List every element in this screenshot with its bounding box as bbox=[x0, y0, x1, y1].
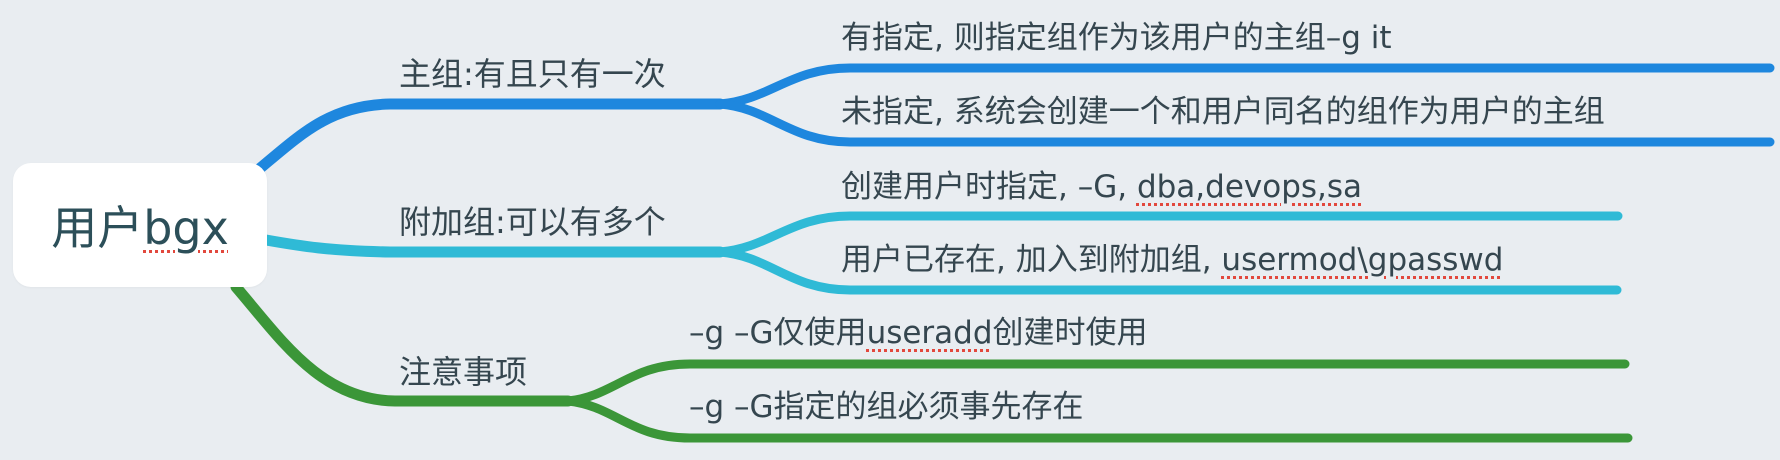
child-label-supplementary-group-2[interactable]: 用户已存在, 加入到附加组, usermod\gpasswd bbox=[841, 245, 1503, 276]
child-label-notes-2[interactable]: –g –G指定的组必须事先存在 bbox=[689, 389, 1084, 425]
branch-label-primary-group[interactable]: 主组:有且只有一次 bbox=[399, 55, 666, 93]
connector-primary-group-child-2 bbox=[715, 99, 1775, 147]
child-text-spellcheck: usermod\gpasswd bbox=[1221, 242, 1504, 278]
child-label-notes-1[interactable]: –g –G仅使用useradd创建时使用 bbox=[689, 318, 1148, 349]
child-text-part: 用户已存在, 加入到附加组, bbox=[841, 242, 1222, 278]
child-text-spellcheck: useradd bbox=[866, 315, 993, 351]
root-name: bgx bbox=[143, 201, 229, 255]
child-text-part: 创建用户时指定, –G, bbox=[841, 169, 1137, 205]
connector-root-to-supplementary-group bbox=[260, 234, 726, 258]
root-node[interactable]: 用户bgx bbox=[13, 163, 267, 287]
child-label-primary-group-2[interactable]: 未指定, 系统会创建一个和用户同名的组作为用户的主组 bbox=[841, 94, 1605, 130]
child-text-part: –g –G仅使用 bbox=[689, 315, 867, 351]
child-text-spellcheck: dba,devops,sa bbox=[1136, 169, 1363, 205]
connector-notes-child-1 bbox=[563, 359, 1630, 406]
child-label-primary-group-1[interactable]: 有指定, 则指定组作为该用户的主组–g it bbox=[841, 20, 1392, 56]
root-prefix: 用户 bbox=[51, 201, 144, 255]
branch-label-notes[interactable]: 注意事项 bbox=[399, 353, 528, 391]
connector-notes-child-2 bbox=[563, 396, 1633, 443]
connector-root-to-notes bbox=[230, 281, 574, 407]
child-text-part: 创建时使用 bbox=[992, 315, 1148, 351]
branch-label-supplementary-group[interactable]: 附加组:可以有多个 bbox=[399, 203, 666, 241]
connector-supplementary-group-child-1 bbox=[715, 211, 1623, 257]
connector-supplementary-group-child-2 bbox=[715, 247, 1622, 295]
connector-root-to-primary-group bbox=[252, 98, 726, 176]
child-label-supplementary-group-1[interactable]: 创建用户时指定, –G, dba,devops,sa bbox=[841, 172, 1362, 203]
connector-primary-group-child-1 bbox=[715, 63, 1775, 109]
root-node-label: 用户bgx bbox=[51, 192, 229, 258]
